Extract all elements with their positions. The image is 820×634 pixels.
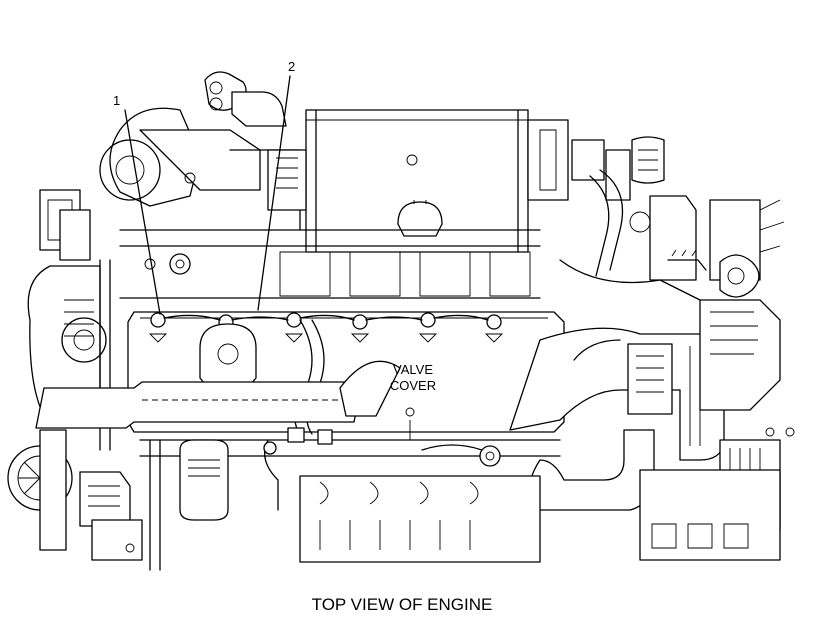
intake-tube [35, 327, 725, 511]
upper-housing [267, 109, 529, 253]
upper-right-components [527, 119, 785, 321]
injector-fittings [148, 312, 504, 343]
air-inlet-elbow [99, 71, 301, 231]
lower-block [139, 427, 561, 563]
cylinder-head [119, 229, 541, 299]
rear-housing [639, 299, 795, 561]
callout-1-leader [124, 109, 161, 315]
water-pump-area [7, 429, 161, 571]
callout-2: 2 [288, 59, 295, 74]
callout-1: 1 [113, 93, 120, 108]
valve-cover-label-line1: VALVE [393, 362, 433, 377]
callout-2-leader [257, 75, 291, 311]
valve-cover-label-line2: COVER [390, 378, 436, 393]
figure-caption: TOP VIEW OF ENGINE [312, 595, 493, 614]
front-housing [27, 189, 111, 451]
